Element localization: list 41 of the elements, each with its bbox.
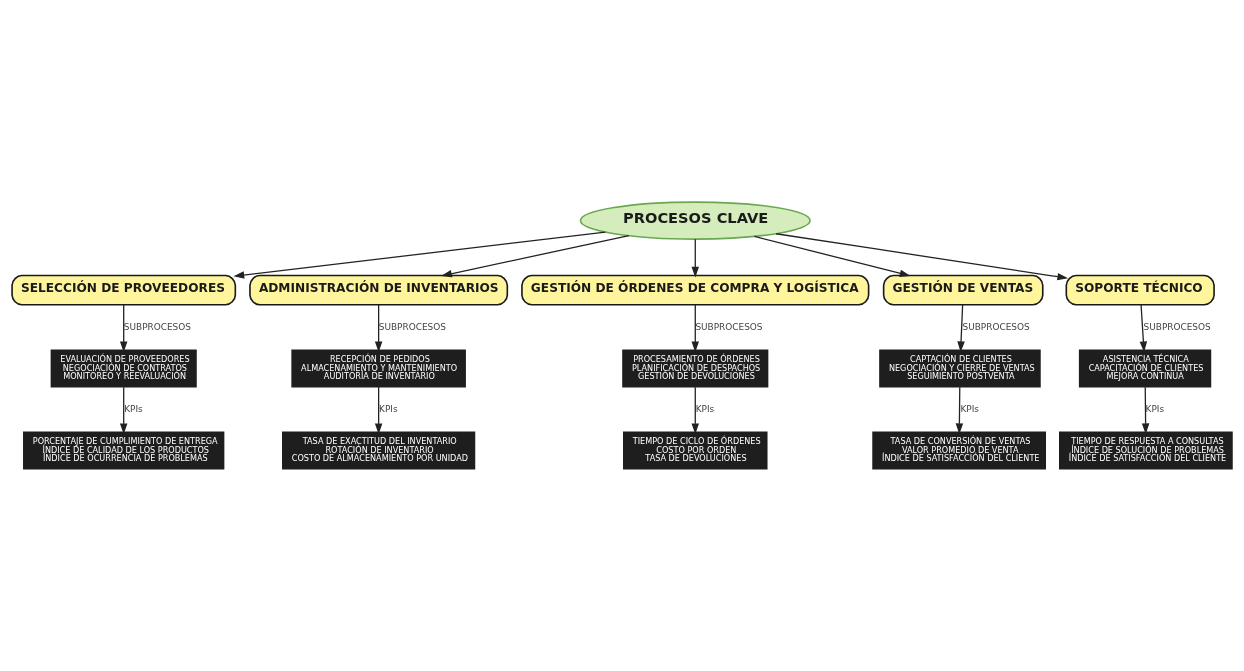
arrow [374,386,383,435]
edge-label: KPIs [1145,403,1165,414]
edge-label: SUBPROCESOS [962,321,1030,332]
edge-label: SUBPROCESOS [1143,321,1211,332]
edge-label: SUBPROCESOS [695,321,763,332]
node-box: RECEPCIÓN DE PEDIDOS ALMACENAMIENTO Y MANTENIMIENTO AUDITORÍA DE INVENTARIO [291,349,466,388]
node-box: TASA DE EXACTITUD DEL INVENTARIO ROTACIÓN DE INVENTARIO COSTO DE ALMACENAMIENTO POR UNIDAD [282,431,476,470]
node-box: PROCESAMIENTO DE ÓRDENES PLANIFICACIÓN DE DESPACHOS GESTIÓN DE DEVOLUCIONES [622,349,769,388]
node-box: TASA DE CONVERSIÓN DE VENTAS VALOR PROMEDIO DE VENTA ÍNDICE DE SATISFACCIÓN DEL CLIENTE [872,431,1046,470]
arrow [955,386,964,435]
node-box: TIEMPO DE CICLO DE ÓRDENES COSTO POR ORDEN TASA DE DEVOLUCIONES [623,431,768,470]
arrow [691,304,700,353]
node-box: SELECCIÓN DE PROVEEDORES [11,274,237,306]
edge-label: SUBPROCESOS [123,321,191,332]
node-box: GESTIÓN DE ÓRDENES DE COMPRA Y LOGÍSTICA [521,274,870,306]
edge-label: SUBPROCESOS [378,321,446,332]
node-box: ASISTENCIA TÉCNICA CAPACITACIÓN DE CLIENTES MEJORA CONTINUA [1078,349,1212,388]
node-box: GESTIÓN DE VENTAS [882,274,1044,306]
edge-label: KPIs [379,403,398,414]
arrow [374,304,383,353]
node-box: CAPTACIÓN DE CLIENTES NEGOCIACIÓN Y CIERRE DE VENTAS SEGUIMIENTO POSTVENTA [879,349,1041,388]
node-box: SOPORTE TÉCNICO [1065,274,1215,306]
node-ellipse: PROCESOS CLAVE [579,201,811,240]
arrow [775,233,1069,281]
node-box: PORCENTAJE DE CUMPLIMIENTO DE ENTREGA ÍNDICE DE CALIDAD DE LOS PRODUCTOS ÍNDICE DE OCURRENCIA DE PROBLEMAS [23,431,225,470]
arrow [753,235,911,277]
edge-label: KPIs [124,403,143,414]
node-box: ADMINISTRACIÓN DE INVENTARIOS [249,274,509,306]
arrow [233,231,606,279]
arrow [119,386,128,435]
node-box: TIEMPO DE RESPUESTA A CONSULTAS ÍNDICE DE SOLUCIÓN DE PROBLEMAS ÍNDICE DE SATISFACCIÓN DEL CLIENTE [1059,431,1233,470]
arrow [691,386,700,435]
arrow [1139,304,1148,353]
arrow [1141,386,1150,435]
edge-label: KPIs [960,403,979,414]
arrow [691,238,700,278]
arrow [441,235,630,278]
node-box: EVALUACIÓN DE PROVEEDORES NEGOCIACIÓN DE CONTRATOS MONITOREO Y REEVALUACIÓN [50,349,197,388]
arrow [957,304,965,353]
edge-label: KPIs [695,403,715,414]
arrow [119,304,128,353]
